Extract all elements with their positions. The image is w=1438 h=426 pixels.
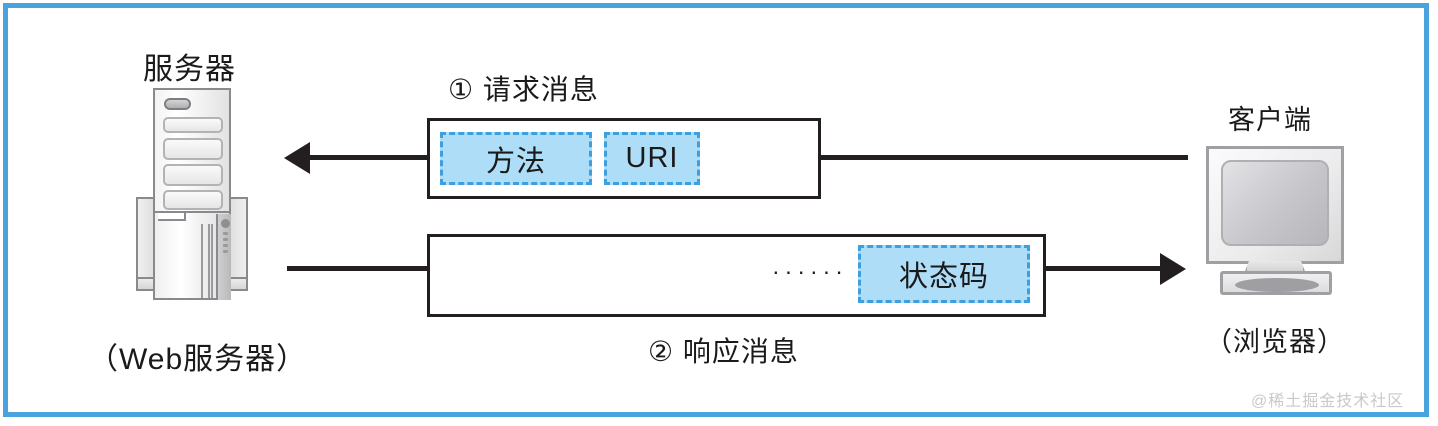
server-title: 服务器	[143, 53, 236, 86]
server-drive-bay-2	[163, 138, 223, 160]
crt-monitor-icon	[1206, 146, 1358, 306]
server-power-button-icon	[221, 219, 230, 228]
server-side-panel	[216, 214, 231, 300]
server-base-right-leg	[228, 197, 248, 289]
server-lower-body	[153, 210, 231, 300]
server-drive-bay-1	[163, 117, 223, 133]
server-tower-icon	[128, 88, 256, 318]
server-led-3	[223, 244, 228, 247]
request-arrowhead-icon	[284, 142, 310, 174]
response-field-status-code: 状态码	[858, 245, 1030, 303]
watermark: @稀土掘金技术社区	[1251, 393, 1405, 410]
server-vent-line-mid	[208, 224, 210, 298]
server-upper-body	[153, 88, 231, 213]
server-body-notch	[158, 212, 186, 221]
monitor-stand	[1220, 271, 1332, 295]
request-line-left	[300, 155, 430, 160]
server-sublabel: （Web服务器）	[88, 343, 308, 376]
monitor-stand-inner	[1235, 278, 1319, 292]
server-led-1	[223, 232, 228, 235]
server-vent-lines	[201, 224, 213, 298]
client-sublabel: （浏览器）	[1205, 327, 1345, 357]
request-line-right	[820, 155, 1188, 160]
monitor-screen	[1221, 160, 1329, 246]
monitor-shell	[1206, 146, 1344, 264]
server-led-4	[223, 250, 228, 253]
server-led-2	[223, 238, 228, 241]
request-field-method: 方法	[440, 132, 592, 185]
response-ellipsis: ······	[772, 258, 848, 284]
server-slot-icon	[164, 98, 191, 110]
request-title: ① 请求消息	[448, 74, 599, 105]
response-line-left	[287, 266, 432, 271]
server-drive-bay-3	[163, 164, 223, 186]
response-line-right	[1043, 266, 1165, 271]
client-title: 客户端	[1228, 105, 1312, 135]
request-field-uri: URI	[604, 132, 700, 185]
server-drive-bay-4	[163, 190, 223, 210]
response-title: ② 响应消息	[648, 336, 799, 367]
response-arrowhead-icon	[1160, 253, 1186, 285]
